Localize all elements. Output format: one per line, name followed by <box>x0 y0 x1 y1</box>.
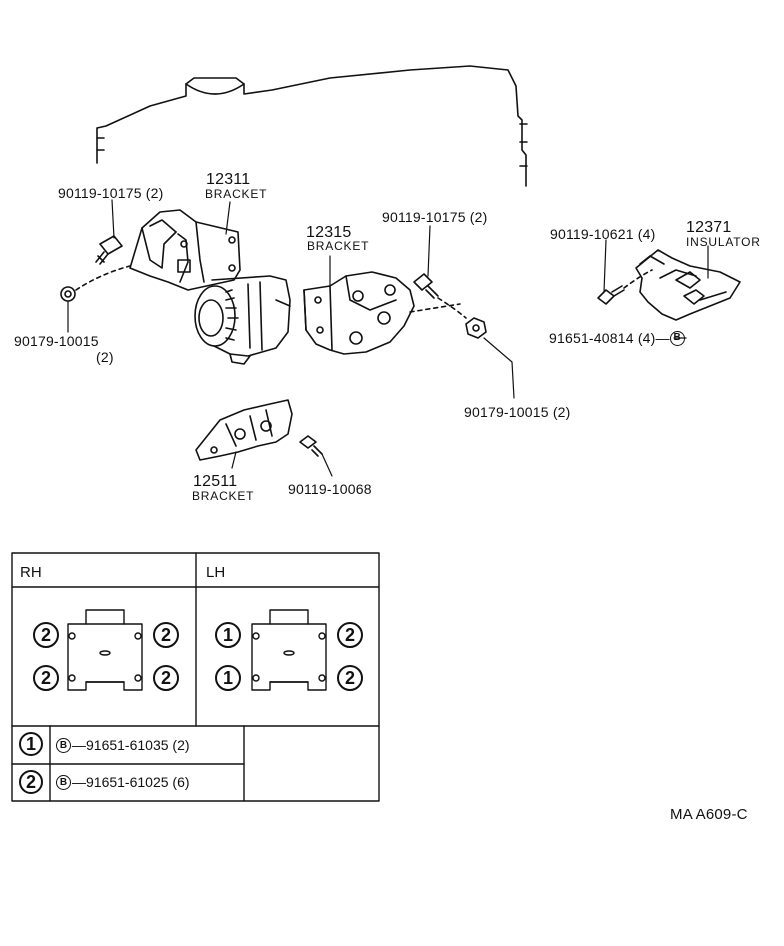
legend-part-text: —91651-61025 (6) <box>72 774 190 790</box>
rh-mount-plate <box>67 609 143 691</box>
insulator-12371-number: 12371 <box>686 219 732 236</box>
bolt-center-drawing <box>409 273 487 339</box>
nut-center-label: 90179-10015 (2) <box>464 404 571 420</box>
rh-position-marker: 2 <box>33 622 59 648</box>
insulator-12371-drawing <box>635 249 741 321</box>
legend-index-circle: 1 <box>19 732 43 756</box>
bolt-center-label: 90119-10175 (2) <box>382 209 488 225</box>
mounting-table-frame <box>11 552 380 802</box>
insulator-nut-text: 91651-40814 (4)— <box>549 330 670 346</box>
bracket-12511-number: 12511 <box>193 473 238 490</box>
legend-index-circle: 2 <box>19 770 43 794</box>
rh-position-marker: 2 <box>153 622 179 648</box>
lh-position-marker: 2 <box>337 622 363 648</box>
lh-position-marker: 2 <box>337 665 363 691</box>
bolt-bottom-drawing <box>299 435 323 457</box>
insulator-12371-name: INSULATOR <box>686 235 761 249</box>
bracket-12311-name: BRACKET <box>205 187 268 201</box>
engine-block-outline <box>96 65 528 187</box>
bracket-12511-drawing <box>195 399 293 461</box>
bracket-12511-name: BRACKET <box>192 489 255 503</box>
bracket-12311-number: 12311 <box>206 171 251 188</box>
bolt-left-drawing <box>60 235 131 302</box>
rh-position-marker: 2 <box>33 665 59 691</box>
bolt-left-label: 90119-10175 (2) <box>58 185 164 201</box>
bolt-right-label: 90119-10621 (4) <box>550 226 656 242</box>
bracket-12315-name: BRACKET <box>307 239 370 253</box>
rh-position-marker: 2 <box>153 665 179 691</box>
legend-row-1: B —91651-61035 (2) <box>56 737 190 753</box>
legend-index-2: 2 <box>19 770 43 794</box>
legend-part-text: —91651-61035 (2) <box>72 737 190 753</box>
ref-b-icon: B <box>56 737 71 753</box>
rh-header: RH <box>20 564 42 581</box>
bolt-bottom-label: 90119-10068 <box>288 481 372 497</box>
legend-index-1: 1 <box>19 732 43 756</box>
lh-position-marker: 1 <box>215 622 241 648</box>
bolt-right-drawing <box>597 269 653 305</box>
nut-left-qty: (2) <box>96 349 114 365</box>
legend-row-2: B —91651-61025 (6) <box>56 774 190 790</box>
ref-b-icon: B <box>669 330 685 346</box>
alternator-drawing <box>194 275 291 365</box>
bracket-12311-drawing <box>129 209 241 291</box>
lh-header: LH <box>206 564 226 581</box>
insulator-nut-label: 91651-40814 (4)— B <box>549 330 686 346</box>
bracket-12315-number: 12315 <box>306 224 352 241</box>
lh-position-marker: 1 <box>215 665 241 691</box>
bracket-12315-drawing <box>303 271 415 355</box>
nut-left-label: 90179-10015 <box>14 333 99 349</box>
figure-code: MA A609-C <box>670 806 748 823</box>
ref-b-icon: B <box>56 774 71 790</box>
lh-mount-plate <box>251 609 327 691</box>
